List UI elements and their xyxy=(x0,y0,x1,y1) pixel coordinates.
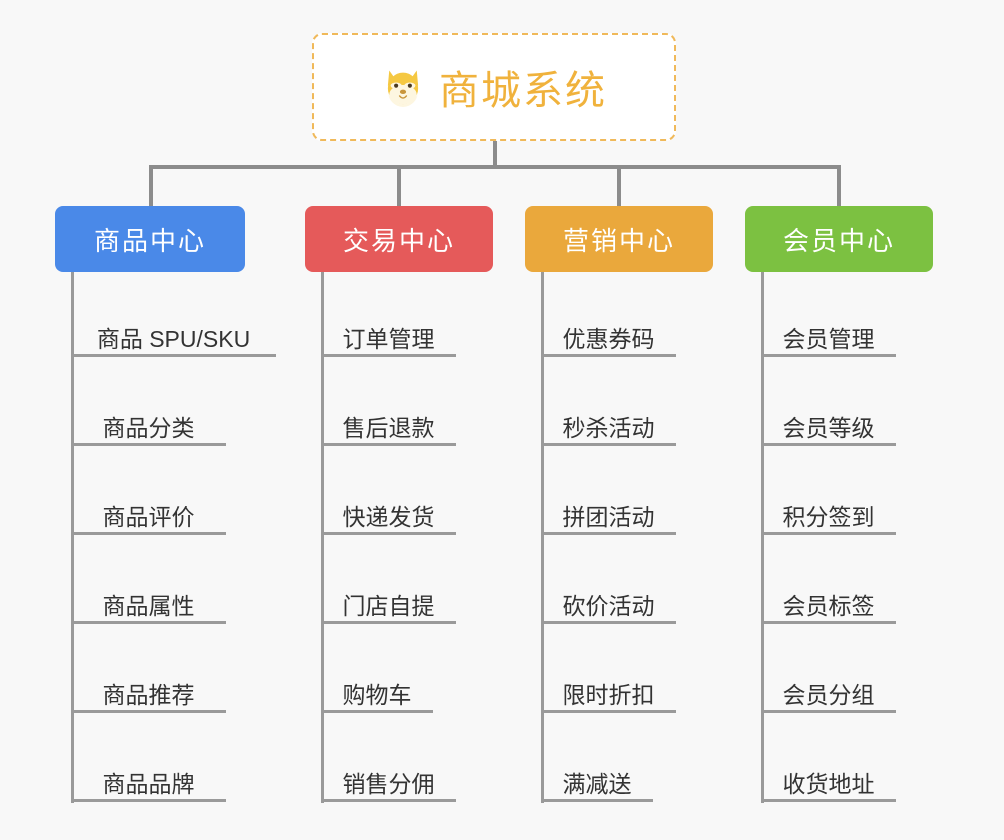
leaf-label: 快递发货 xyxy=(342,503,435,530)
leaf-label: 商品分类 xyxy=(102,414,195,441)
leaf-label: 会员标签 xyxy=(782,592,875,619)
leaf-item[interactable]: 商品 SPU/SKU xyxy=(71,311,276,357)
leaf-item[interactable]: 商品分类 xyxy=(71,400,226,446)
leaf-item[interactable]: 优惠券码 xyxy=(541,311,676,357)
leaf-item[interactable]: 收货地址 xyxy=(761,756,896,802)
leaf-label: 售后退款 xyxy=(342,414,435,441)
leaf-label: 商品推荐 xyxy=(102,681,195,708)
leaf-label: 限时折扣 xyxy=(562,681,655,708)
category-header-商品中心[interactable]: 商品中心 xyxy=(55,206,245,272)
leaf-label: 购物车 xyxy=(342,681,412,708)
leaf-label: 拼团活动 xyxy=(562,503,655,530)
leaf-label: 销售分佣 xyxy=(342,770,435,797)
leaf-label: 砍价活动 xyxy=(562,592,655,619)
leaf-item[interactable]: 购物车 xyxy=(321,667,433,713)
leaf-item[interactable]: 拼团活动 xyxy=(541,489,676,535)
leaf-item[interactable]: 积分签到 xyxy=(761,489,896,535)
leaf-trunk-4 xyxy=(761,272,764,803)
leaf-trunk-2 xyxy=(321,272,324,803)
leaf-label: 会员管理 xyxy=(782,325,875,352)
category-label: 交易中心 xyxy=(342,225,455,256)
dog-face-icon xyxy=(381,65,425,109)
leaf-item[interactable]: 订单管理 xyxy=(321,311,456,357)
leaf-label: 商品品牌 xyxy=(102,770,195,797)
leaf-item[interactable]: 秒杀活动 xyxy=(541,400,676,446)
leaf-trunk-3 xyxy=(541,272,544,803)
category-header-会员中心[interactable]: 会员中心 xyxy=(745,206,933,272)
leaf-item[interactable]: 商品属性 xyxy=(71,578,226,624)
leaf-item[interactable]: 会员等级 xyxy=(761,400,896,446)
category-label: 商品中心 xyxy=(93,225,206,256)
leaf-label: 门店自提 xyxy=(342,592,435,619)
leaf-item[interactable]: 砍价活动 xyxy=(541,578,676,624)
connector-drop-4 xyxy=(837,165,841,208)
leaf-label: 秒杀活动 xyxy=(562,414,655,441)
leaf-item[interactable]: 快递发货 xyxy=(321,489,456,535)
leaf-label: 收货地址 xyxy=(782,770,875,797)
leaf-item[interactable]: 会员标签 xyxy=(761,578,896,624)
leaf-item[interactable]: 销售分佣 xyxy=(321,756,456,802)
leaf-item[interactable]: 会员管理 xyxy=(761,311,896,357)
leaf-label: 商品评价 xyxy=(102,503,195,530)
leaf-label: 积分签到 xyxy=(782,503,875,530)
root-node[interactable]: 商城系统 xyxy=(312,33,676,141)
connector-root-stem xyxy=(493,141,497,167)
category-label: 营销中心 xyxy=(562,225,675,256)
leaf-label: 会员等级 xyxy=(782,414,875,441)
leaf-label: 商品 SPU/SKU xyxy=(96,325,251,352)
connector-horizontal-bus xyxy=(149,165,841,169)
leaf-label: 商品属性 xyxy=(102,592,195,619)
leaf-label: 会员分组 xyxy=(782,681,875,708)
connector-drop-2 xyxy=(397,165,401,208)
connector-drop-3 xyxy=(617,165,621,208)
leaf-item[interactable]: 满减送 xyxy=(541,756,653,802)
leaf-label: 满减送 xyxy=(562,770,632,797)
leaf-item[interactable]: 售后退款 xyxy=(321,400,456,446)
leaf-item[interactable]: 会员分组 xyxy=(761,667,896,713)
connector-drop-1 xyxy=(149,165,153,208)
leaf-item[interactable]: 门店自提 xyxy=(321,578,456,624)
category-label: 会员中心 xyxy=(782,225,895,256)
category-header-营销中心[interactable]: 营销中心 xyxy=(525,206,713,272)
leaf-trunk-1 xyxy=(71,272,74,803)
category-header-交易中心[interactable]: 交易中心 xyxy=(305,206,493,272)
leaf-item[interactable]: 商品推荐 xyxy=(71,667,226,713)
leaf-item[interactable]: 商品品牌 xyxy=(71,756,226,802)
leaf-item[interactable]: 限时折扣 xyxy=(541,667,676,713)
leaf-label: 订单管理 xyxy=(342,325,435,352)
leaf-label: 优惠券码 xyxy=(562,325,655,352)
root-title: 商城系统 xyxy=(439,69,607,113)
leaf-item[interactable]: 商品评价 xyxy=(71,489,226,535)
